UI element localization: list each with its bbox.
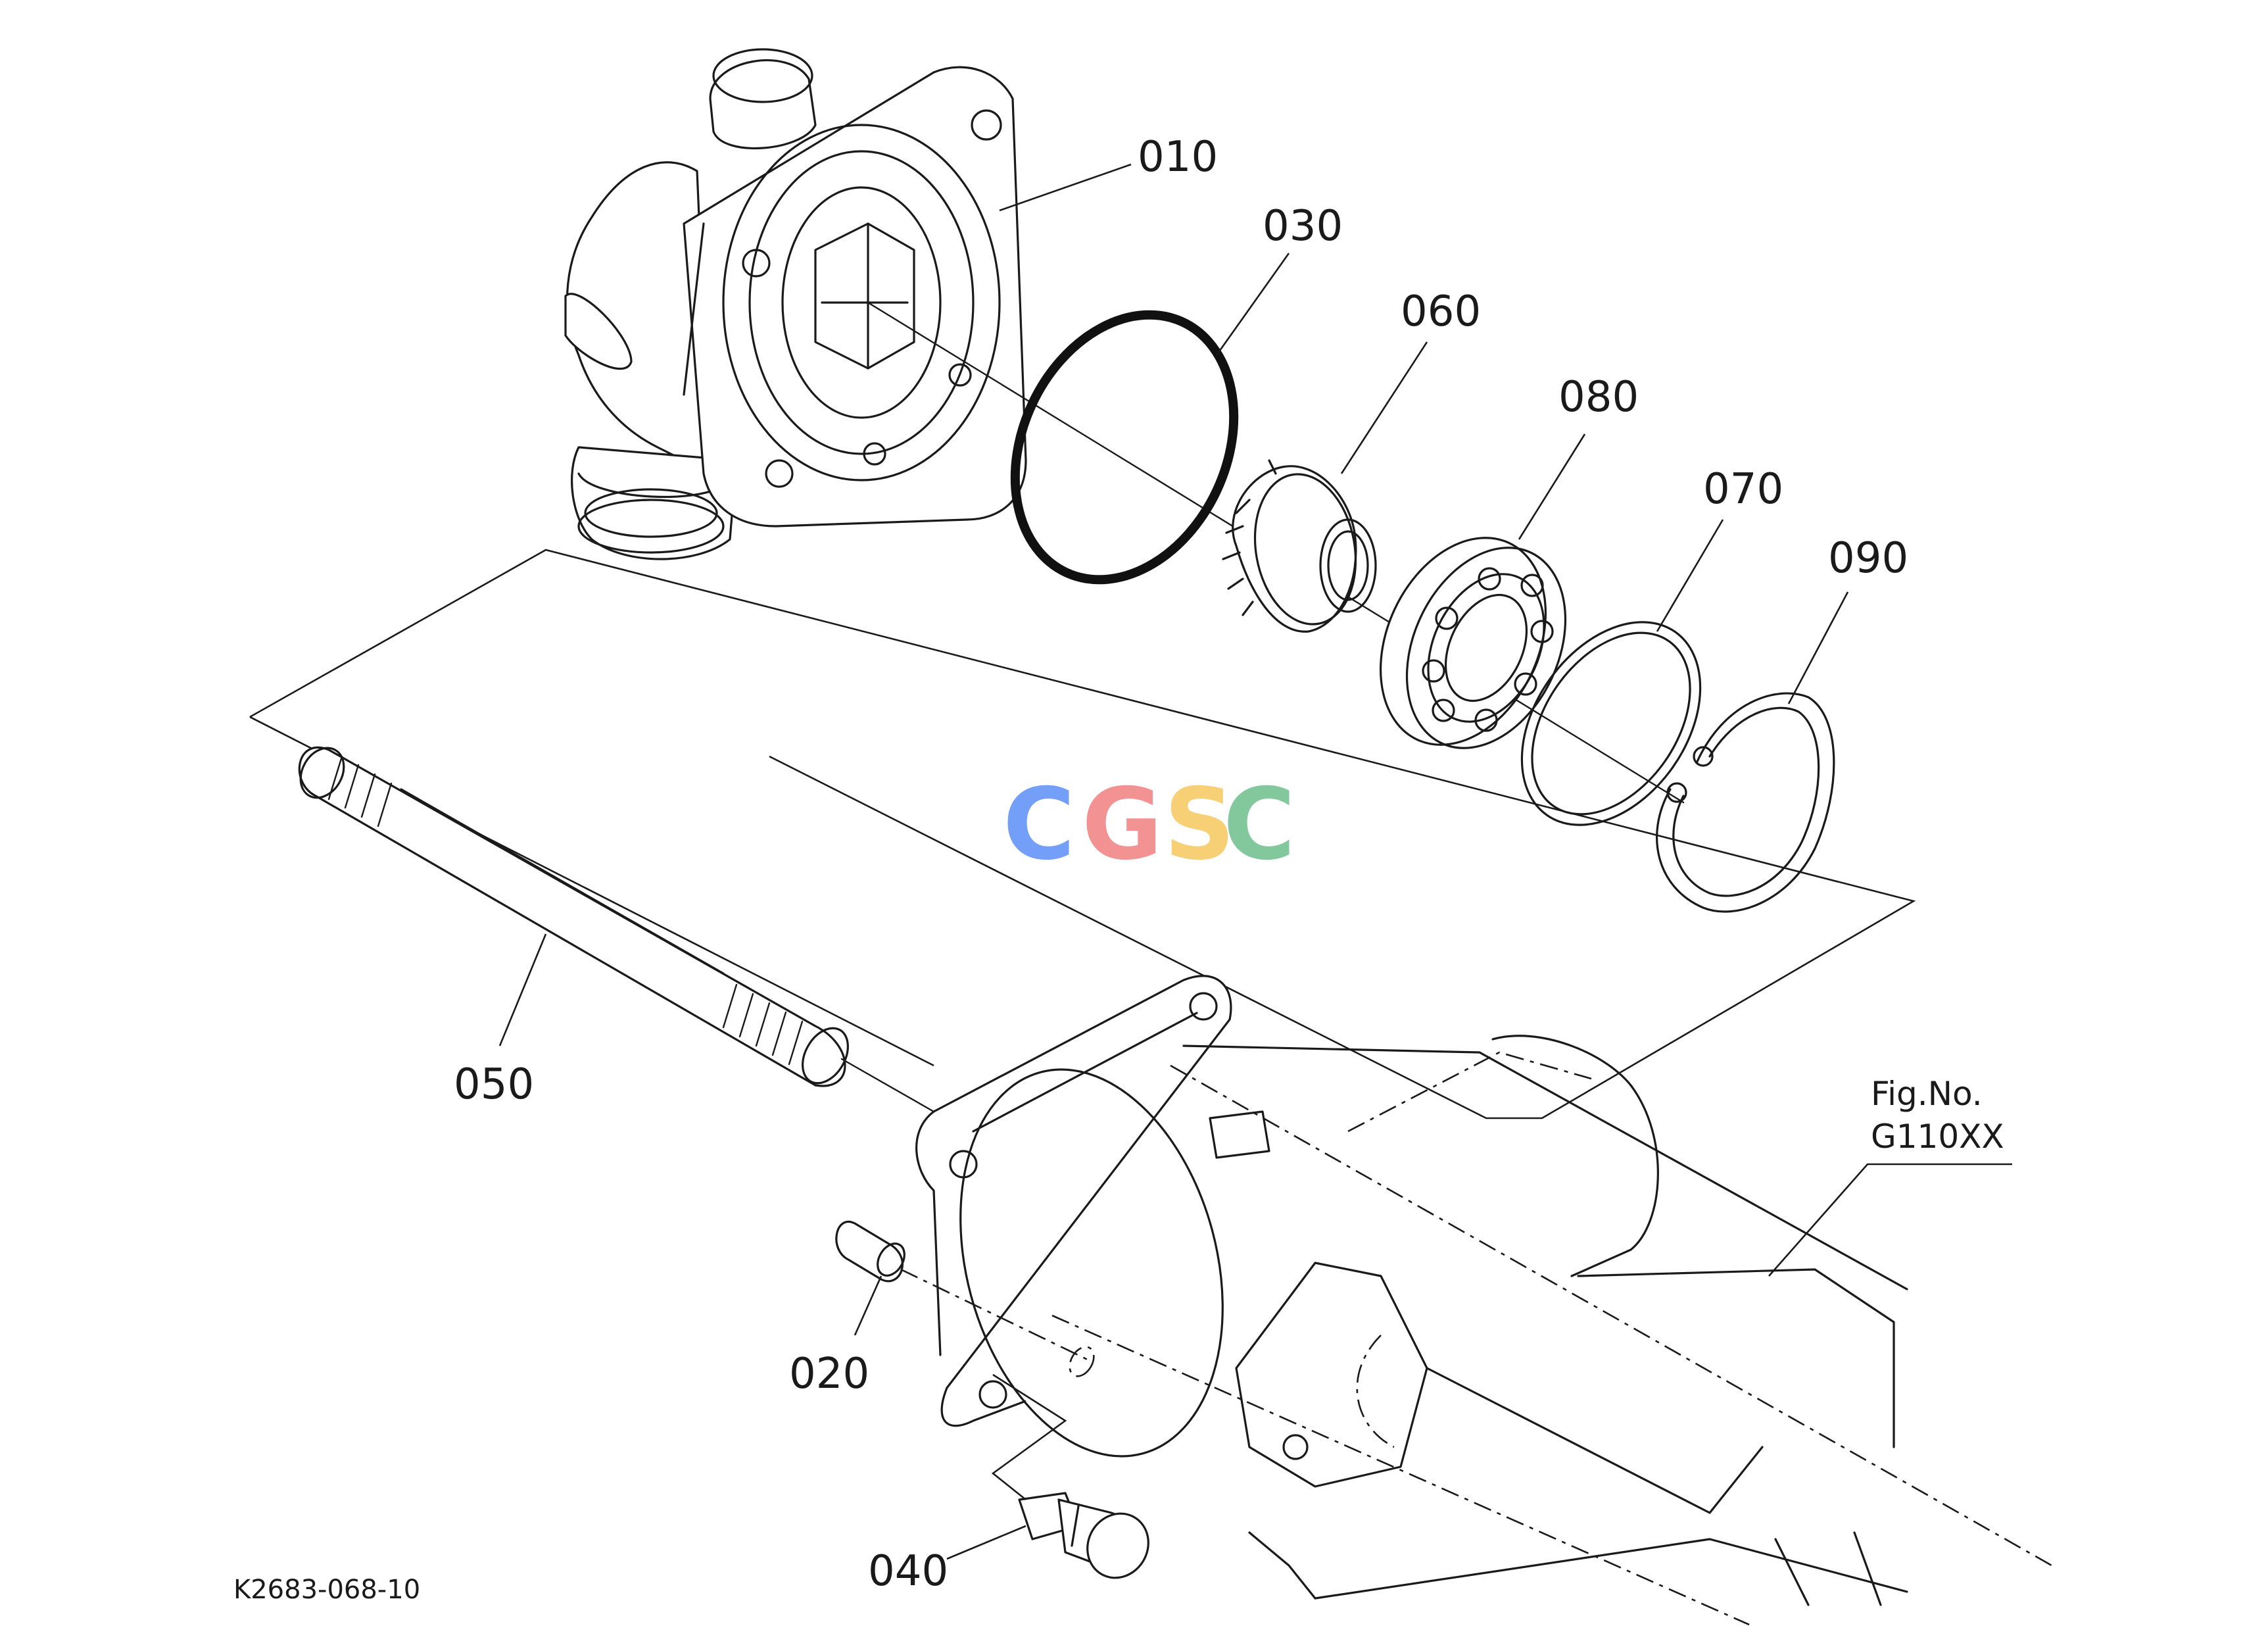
- assembly-outline: [249, 549, 1916, 1119]
- plug-bolt-part: [1018, 1492, 1149, 1579]
- ball-bearing-part: [1379, 537, 1567, 749]
- fig-ref-line2: G110XX: [1871, 1118, 2004, 1156]
- callout-020: 020: [789, 1350, 869, 1398]
- shim-ring-part: [1520, 621, 1702, 826]
- watermark-letter-c2: C: [1223, 768, 1295, 882]
- callout-090: 090: [1828, 534, 1908, 583]
- transmission-case: [915, 975, 1908, 1606]
- drawing-code: K2683-068-10: [233, 1575, 420, 1605]
- dowel-pin-part: [835, 1221, 905, 1283]
- callout-060: 060: [1401, 287, 1481, 336]
- snap-ring-part: [1656, 692, 1835, 913]
- shaft-part: [298, 746, 849, 1087]
- callout-050: 050: [454, 1060, 534, 1109]
- watermark-letter-c1: C: [1003, 768, 1075, 882]
- fig-ref-line1: Fig.No.: [1871, 1075, 1983, 1113]
- hidden-line: [1170, 1064, 2052, 1567]
- callout-010: 010: [1138, 133, 1218, 182]
- fig-ref-leader: [1768, 1163, 2012, 1277]
- watermark-letter-g: G: [1082, 768, 1163, 882]
- watermark-letter-s: S: [1164, 768, 1235, 882]
- callout-040: 040: [868, 1547, 948, 1596]
- hidden-line: [1051, 1314, 1750, 1626]
- watermark-logo: C G S C: [1003, 768, 1295, 882]
- callout-080: 080: [1558, 373, 1639, 422]
- housing-part: [564, 48, 1027, 560]
- callout-030: 030: [1263, 202, 1343, 251]
- o-ring-part: [1010, 310, 1239, 585]
- hidden-line: [1347, 1051, 1592, 1133]
- bevel-gear-part: [1222, 459, 1377, 633]
- hidden-line: [1356, 1335, 1395, 1448]
- callout-070: 070: [1703, 465, 1783, 514]
